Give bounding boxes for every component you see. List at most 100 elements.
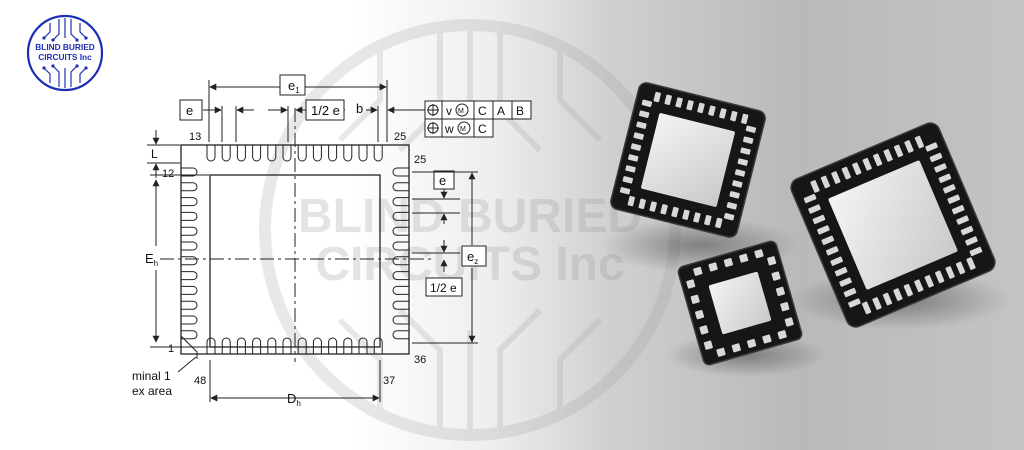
pin-right (392, 226, 409, 236)
pin-left (181, 167, 198, 177)
watermark-line1: BLIND BURIED (298, 190, 642, 243)
chip-lead (660, 204, 668, 215)
tol-r2-c: C (478, 122, 487, 136)
pin-right (392, 241, 409, 251)
pin-top (221, 145, 231, 162)
chips-photo (600, 82, 1010, 377)
chip-lead (904, 140, 914, 153)
tolerance-frame: v M C A B w M C (424, 100, 532, 138)
chip-lead (729, 191, 740, 199)
pin-left (181, 211, 198, 221)
chip-lead (638, 110, 650, 118)
pin-label-48: 48 (194, 375, 206, 387)
pin-bottom (297, 337, 307, 354)
chip-lead (825, 246, 839, 256)
dim-ez-sub: z (474, 257, 478, 266)
chip-lead (675, 97, 683, 108)
chip-lead (767, 256, 777, 266)
chip-lead (841, 166, 851, 180)
chip-thermal-pad (828, 160, 958, 290)
tol-r1-m: M (458, 108, 464, 115)
chip-lead (848, 298, 861, 308)
chip-lead (693, 212, 701, 223)
chip-lead (830, 256, 843, 266)
pin-top (312, 145, 322, 162)
chip-lead (690, 294, 700, 304)
chip-lead (803, 193, 817, 204)
chip-lead (893, 288, 903, 301)
tol-r1-b: B (516, 104, 524, 118)
pin-top (328, 145, 338, 162)
chip-lead (843, 287, 857, 298)
chip-lead (839, 277, 852, 287)
dim-half-e-right-label: 1/2 e (430, 281, 457, 295)
pin-label-1: 1 (168, 343, 174, 355)
chip-lead (636, 121, 647, 129)
dim-ez-box (461, 245, 487, 267)
dim-e-right-label: e (439, 173, 446, 188)
chip-lead (723, 258, 734, 268)
chip-lead (732, 180, 743, 188)
pin-left (181, 182, 198, 192)
chip-lead (719, 108, 727, 119)
chip-lead (671, 206, 679, 218)
dim-e-label: e (186, 103, 193, 118)
pin-bottom (312, 337, 322, 354)
pin-top (297, 145, 307, 162)
pin-left (181, 197, 198, 207)
chip-lead (831, 171, 841, 184)
chip-lead (653, 91, 661, 103)
chip-lead (834, 267, 848, 277)
pins-bottom-row (206, 337, 383, 354)
chip-lead (852, 162, 862, 175)
chip-lead (699, 325, 709, 335)
dim-e1-label: e (288, 78, 295, 93)
chip-lead (723, 213, 735, 221)
chip-lead (745, 125, 757, 133)
watermark: BLIND BURIED CIRCUITS Inc (259, 19, 681, 441)
pin-right (392, 167, 409, 177)
pin-left (181, 285, 198, 295)
chip-lead (734, 169, 746, 177)
pin-bottom (328, 337, 338, 354)
tol-r2-w: w (444, 122, 454, 136)
pin-right (392, 271, 409, 281)
chip-lead (754, 249, 764, 259)
chip-lead (730, 110, 738, 122)
pin-label-12: 12 (162, 168, 174, 180)
pin-top (252, 145, 262, 162)
chip-lead (914, 135, 925, 149)
chip-lead (965, 236, 978, 246)
chip-lead (817, 225, 830, 235)
chip-lead (883, 149, 893, 162)
chip-lead (686, 279, 696, 289)
chip-lead (873, 153, 883, 167)
pin-label-13: 13 (189, 131, 201, 143)
chip-lead (777, 330, 787, 340)
chip-thermal-pad (641, 113, 735, 207)
pins-left-column (181, 167, 198, 340)
pin-top (343, 145, 353, 162)
chip-lead (697, 102, 705, 114)
chip-lead (762, 334, 772, 344)
pin-right (392, 285, 409, 295)
chip-lead (955, 261, 966, 275)
pin-bottom (358, 337, 368, 354)
qfn-chip-large (610, 82, 766, 238)
pin-bottom (343, 337, 353, 354)
chip-lead (924, 275, 934, 288)
dim-ez-label: e (467, 249, 474, 264)
chip-lead (686, 100, 694, 111)
chip-lead (771, 271, 781, 281)
pin-bottom (282, 337, 292, 354)
chip-lead (693, 266, 703, 276)
chip-lead (969, 246, 983, 257)
pin-left (181, 241, 198, 251)
svg-text:Eh: Eh (145, 251, 158, 268)
chip-lead (746, 338, 757, 348)
chip-lead (820, 175, 831, 189)
tol-r1-v: v (446, 104, 452, 118)
chip-lead (775, 286, 785, 297)
chip-lead (633, 132, 644, 140)
